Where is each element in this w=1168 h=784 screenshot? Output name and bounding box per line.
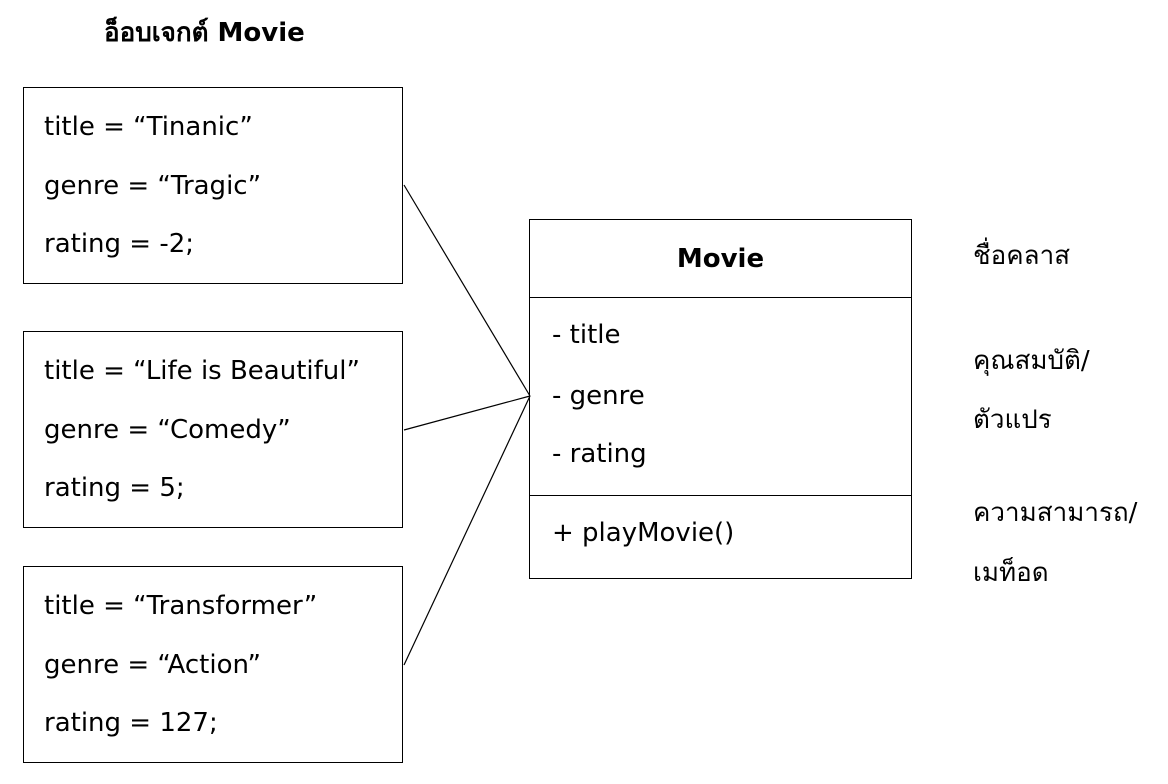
object-3-genre: genre = “Action” <box>44 650 262 680</box>
object-1-rating: rating = -2; <box>44 229 195 259</box>
object-box-3: title = “Transformer” genre = “Action” r… <box>23 566 403 763</box>
label-attributes-line2: ตัวแปร <box>973 405 1052 435</box>
class-attributes-section: - title - genre - rating <box>530 298 911 496</box>
object-3-title: title = “Transformer” <box>44 591 318 621</box>
connector-object-1 <box>403 184 531 397</box>
label-attributes-line1: คุณสมบัติ/ <box>973 346 1090 376</box>
method-playmovie: + playMovie() <box>552 518 735 548</box>
connector-object-2 <box>403 395 531 431</box>
connector-object-3 <box>403 395 531 666</box>
class-name-section: Movie <box>530 220 911 298</box>
attribute-title: - title <box>552 320 621 350</box>
object-2-title: title = “Life is Beautiful” <box>44 356 360 386</box>
attribute-genre: - genre <box>552 381 645 411</box>
object-3-rating: rating = 127; <box>44 708 218 738</box>
object-2-genre: genre = “Comedy” <box>44 415 291 445</box>
object-1-title: title = “Tinanic” <box>44 112 253 142</box>
object-box-1: title = “Tinanic” genre = “Tragic” ratin… <box>23 87 403 284</box>
class-methods-section: + playMovie() <box>530 496 911 576</box>
object-box-2: title = “Life is Beautiful” genre = “Com… <box>23 331 403 528</box>
objects-heading: อ็อบเจกต์ Movie <box>104 18 305 48</box>
label-methods-line1: ความสามารถ/ <box>973 498 1138 528</box>
object-1-genre: genre = “Tragic” <box>44 171 262 201</box>
class-name: Movie <box>676 243 765 274</box>
class-box: Movie - title - genre - rating + playMov… <box>529 219 912 579</box>
label-methods-line2: เมท็อด <box>973 558 1049 588</box>
object-2-rating: rating = 5; <box>44 473 185 503</box>
attribute-rating: - rating <box>552 439 647 469</box>
label-class-name: ชื่อคลาส <box>973 241 1071 271</box>
